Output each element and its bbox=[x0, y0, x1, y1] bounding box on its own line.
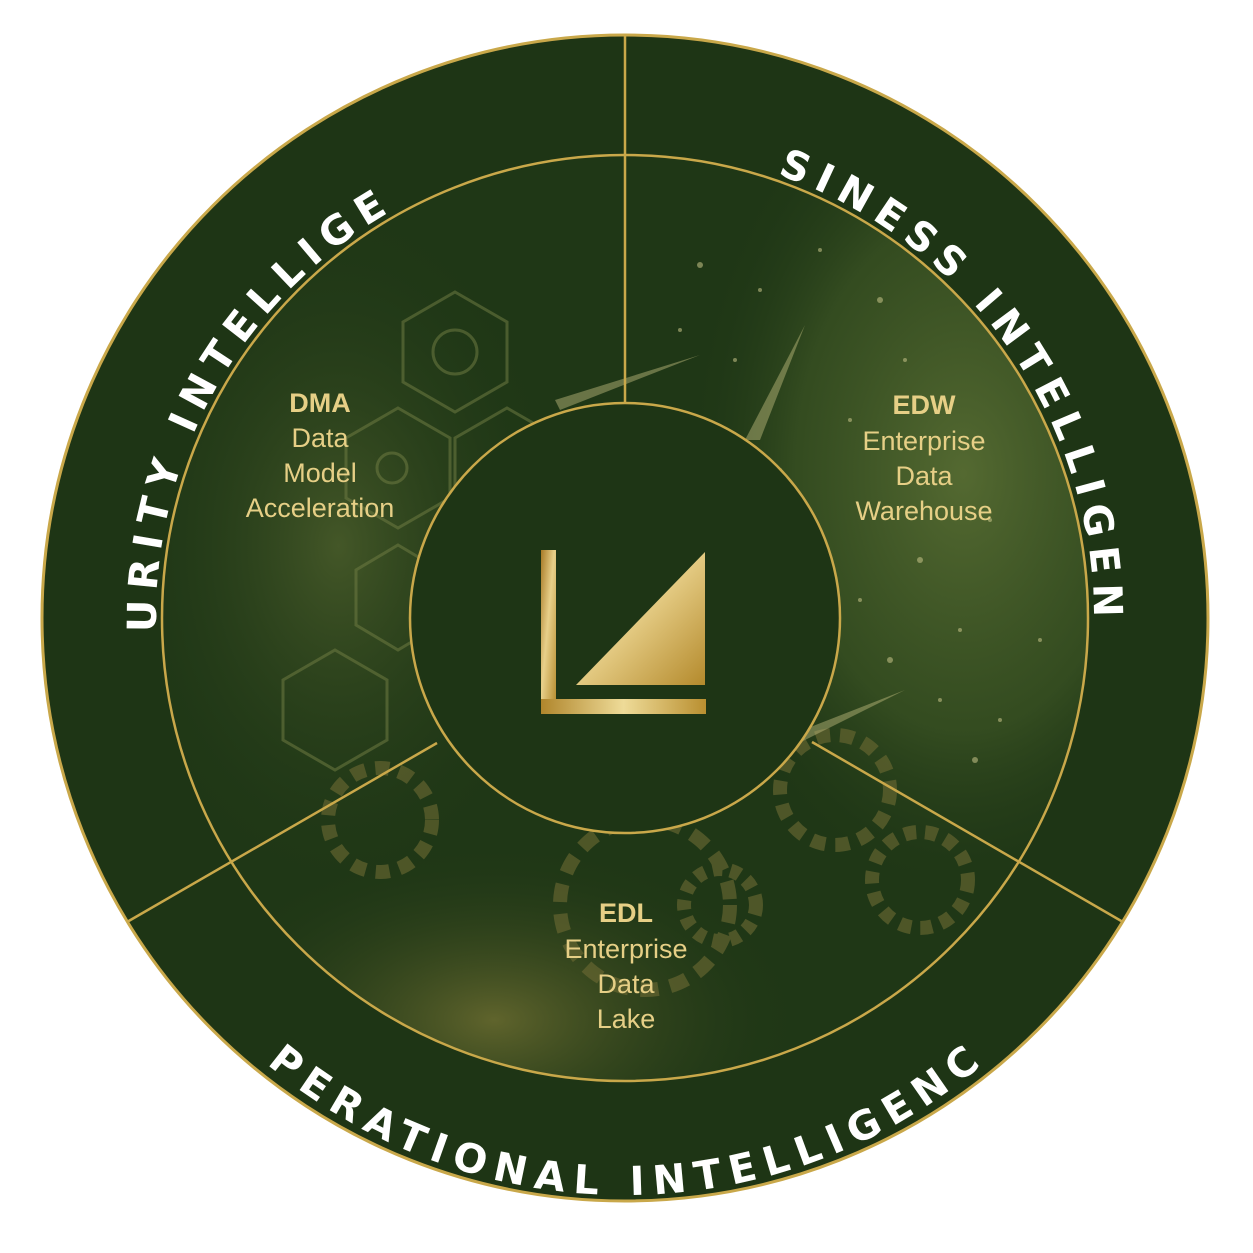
segment-edw-line: Warehouse bbox=[855, 496, 992, 526]
segment-edw-line: Enterprise bbox=[862, 426, 985, 456]
segment-dma-line: Acceleration bbox=[246, 493, 395, 523]
segment-dividers bbox=[126, 35, 1124, 924]
segment-dma-line: Model bbox=[283, 458, 357, 488]
center-circle bbox=[408, 401, 842, 835]
segment-edw: EDW Enterprise Data Warehouse bbox=[855, 390, 992, 526]
segment-edl: EDL Enterprise Data Lake bbox=[564, 898, 687, 1034]
segment-edl-line: Data bbox=[597, 969, 655, 999]
segment-dma-line: Data bbox=[291, 423, 349, 453]
segment-edl-abbr: EDL bbox=[599, 898, 653, 928]
segment-edw-line: Data bbox=[895, 461, 953, 491]
light-streak-decoration bbox=[555, 325, 905, 745]
gold-l-triangle-logo-icon bbox=[541, 550, 706, 714]
segment-edl-line: Lake bbox=[597, 1004, 656, 1034]
star-field-decoration bbox=[678, 248, 1042, 763]
segment-dma: DMA Data Model Acceleration bbox=[246, 388, 395, 523]
segment-dma-abbr: DMA bbox=[289, 388, 351, 418]
segment-edw-abbr: EDW bbox=[893, 390, 957, 420]
segment-edl-line: Enterprise bbox=[564, 934, 687, 964]
